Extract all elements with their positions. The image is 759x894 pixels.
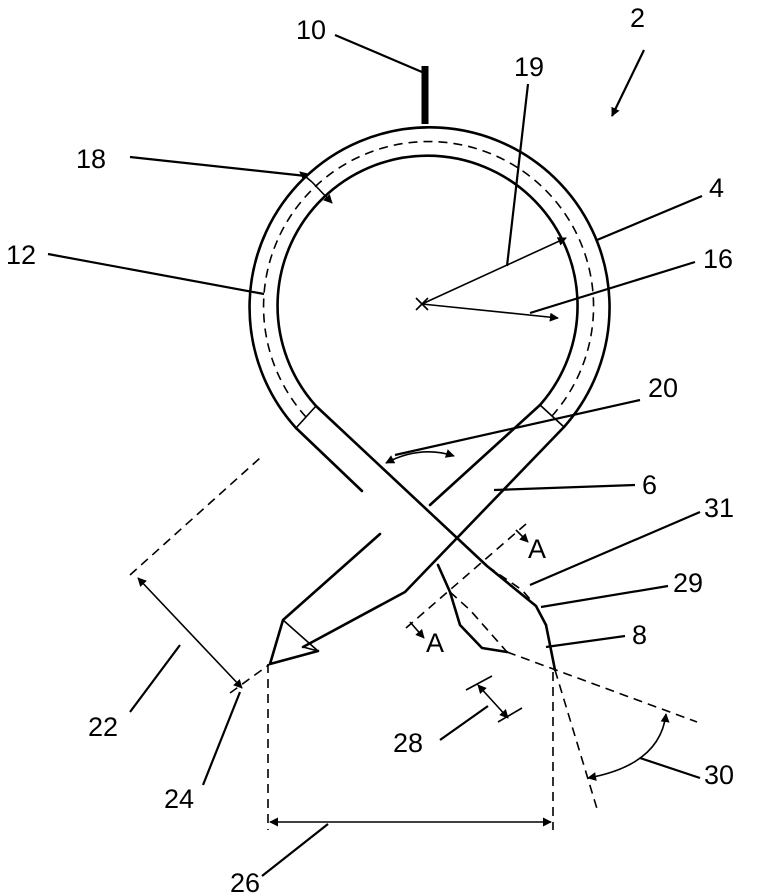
leader-28 <box>440 706 488 740</box>
leader-2 <box>612 50 644 116</box>
leader-10 <box>335 35 422 72</box>
leg-to-tip-lower-edge-2 <box>438 565 507 652</box>
radius-markers <box>416 238 566 318</box>
label-16: 16 <box>703 244 733 274</box>
needle-body <box>250 127 610 670</box>
cut-end-bevel <box>283 620 318 651</box>
section-line-a-a <box>406 524 528 638</box>
angle-20-arc <box>386 452 454 463</box>
label-31: 31 <box>704 493 734 523</box>
label-20: 20 <box>648 373 678 403</box>
label-30: 30 <box>704 760 734 790</box>
label-26: 26 <box>230 868 260 894</box>
label-24: 24 <box>164 784 194 814</box>
label-12: 12 <box>6 240 36 270</box>
leader-18 <box>130 157 306 176</box>
label-2: 2 <box>630 3 645 33</box>
leader-20 <box>395 400 640 455</box>
label-18: 18 <box>76 144 106 174</box>
label-19: 19 <box>514 52 544 82</box>
leader-lines <box>48 35 702 876</box>
leader-29 <box>541 586 668 607</box>
leg-to-tip-lower-edge <box>296 428 362 491</box>
leader-26 <box>262 824 328 876</box>
label-section-a-bottom: A <box>426 628 444 658</box>
leader-6 <box>494 485 635 490</box>
leader-4 <box>597 196 702 240</box>
label-section-a-top: A <box>528 534 546 564</box>
leg-to-tip-upper-edge <box>316 406 546 625</box>
loop-boundary-right <box>540 405 564 427</box>
loop-boundary-left <box>296 406 316 428</box>
label-4: 4 <box>709 173 724 203</box>
leader-8 <box>546 636 625 647</box>
leader-19 <box>507 84 528 266</box>
angle-30 <box>507 652 697 812</box>
leader-24 <box>203 692 240 785</box>
leader-22 <box>130 645 180 712</box>
label-29: 29 <box>673 568 703 598</box>
leader-12 <box>48 254 264 294</box>
leg-to-cut-outer-edge <box>303 427 564 647</box>
label-10: 10 <box>296 15 326 45</box>
leg-to-cut-inner-edge-2 <box>270 534 380 664</box>
leader-30 <box>640 758 700 778</box>
leader-16 <box>530 262 695 313</box>
dimension-22 <box>130 458 270 693</box>
label-22: 22 <box>88 712 118 742</box>
label-28: 28 <box>393 728 423 758</box>
label-8: 8 <box>632 620 647 650</box>
radius-19-arrow <box>422 238 566 304</box>
label-6: 6 <box>642 470 657 500</box>
